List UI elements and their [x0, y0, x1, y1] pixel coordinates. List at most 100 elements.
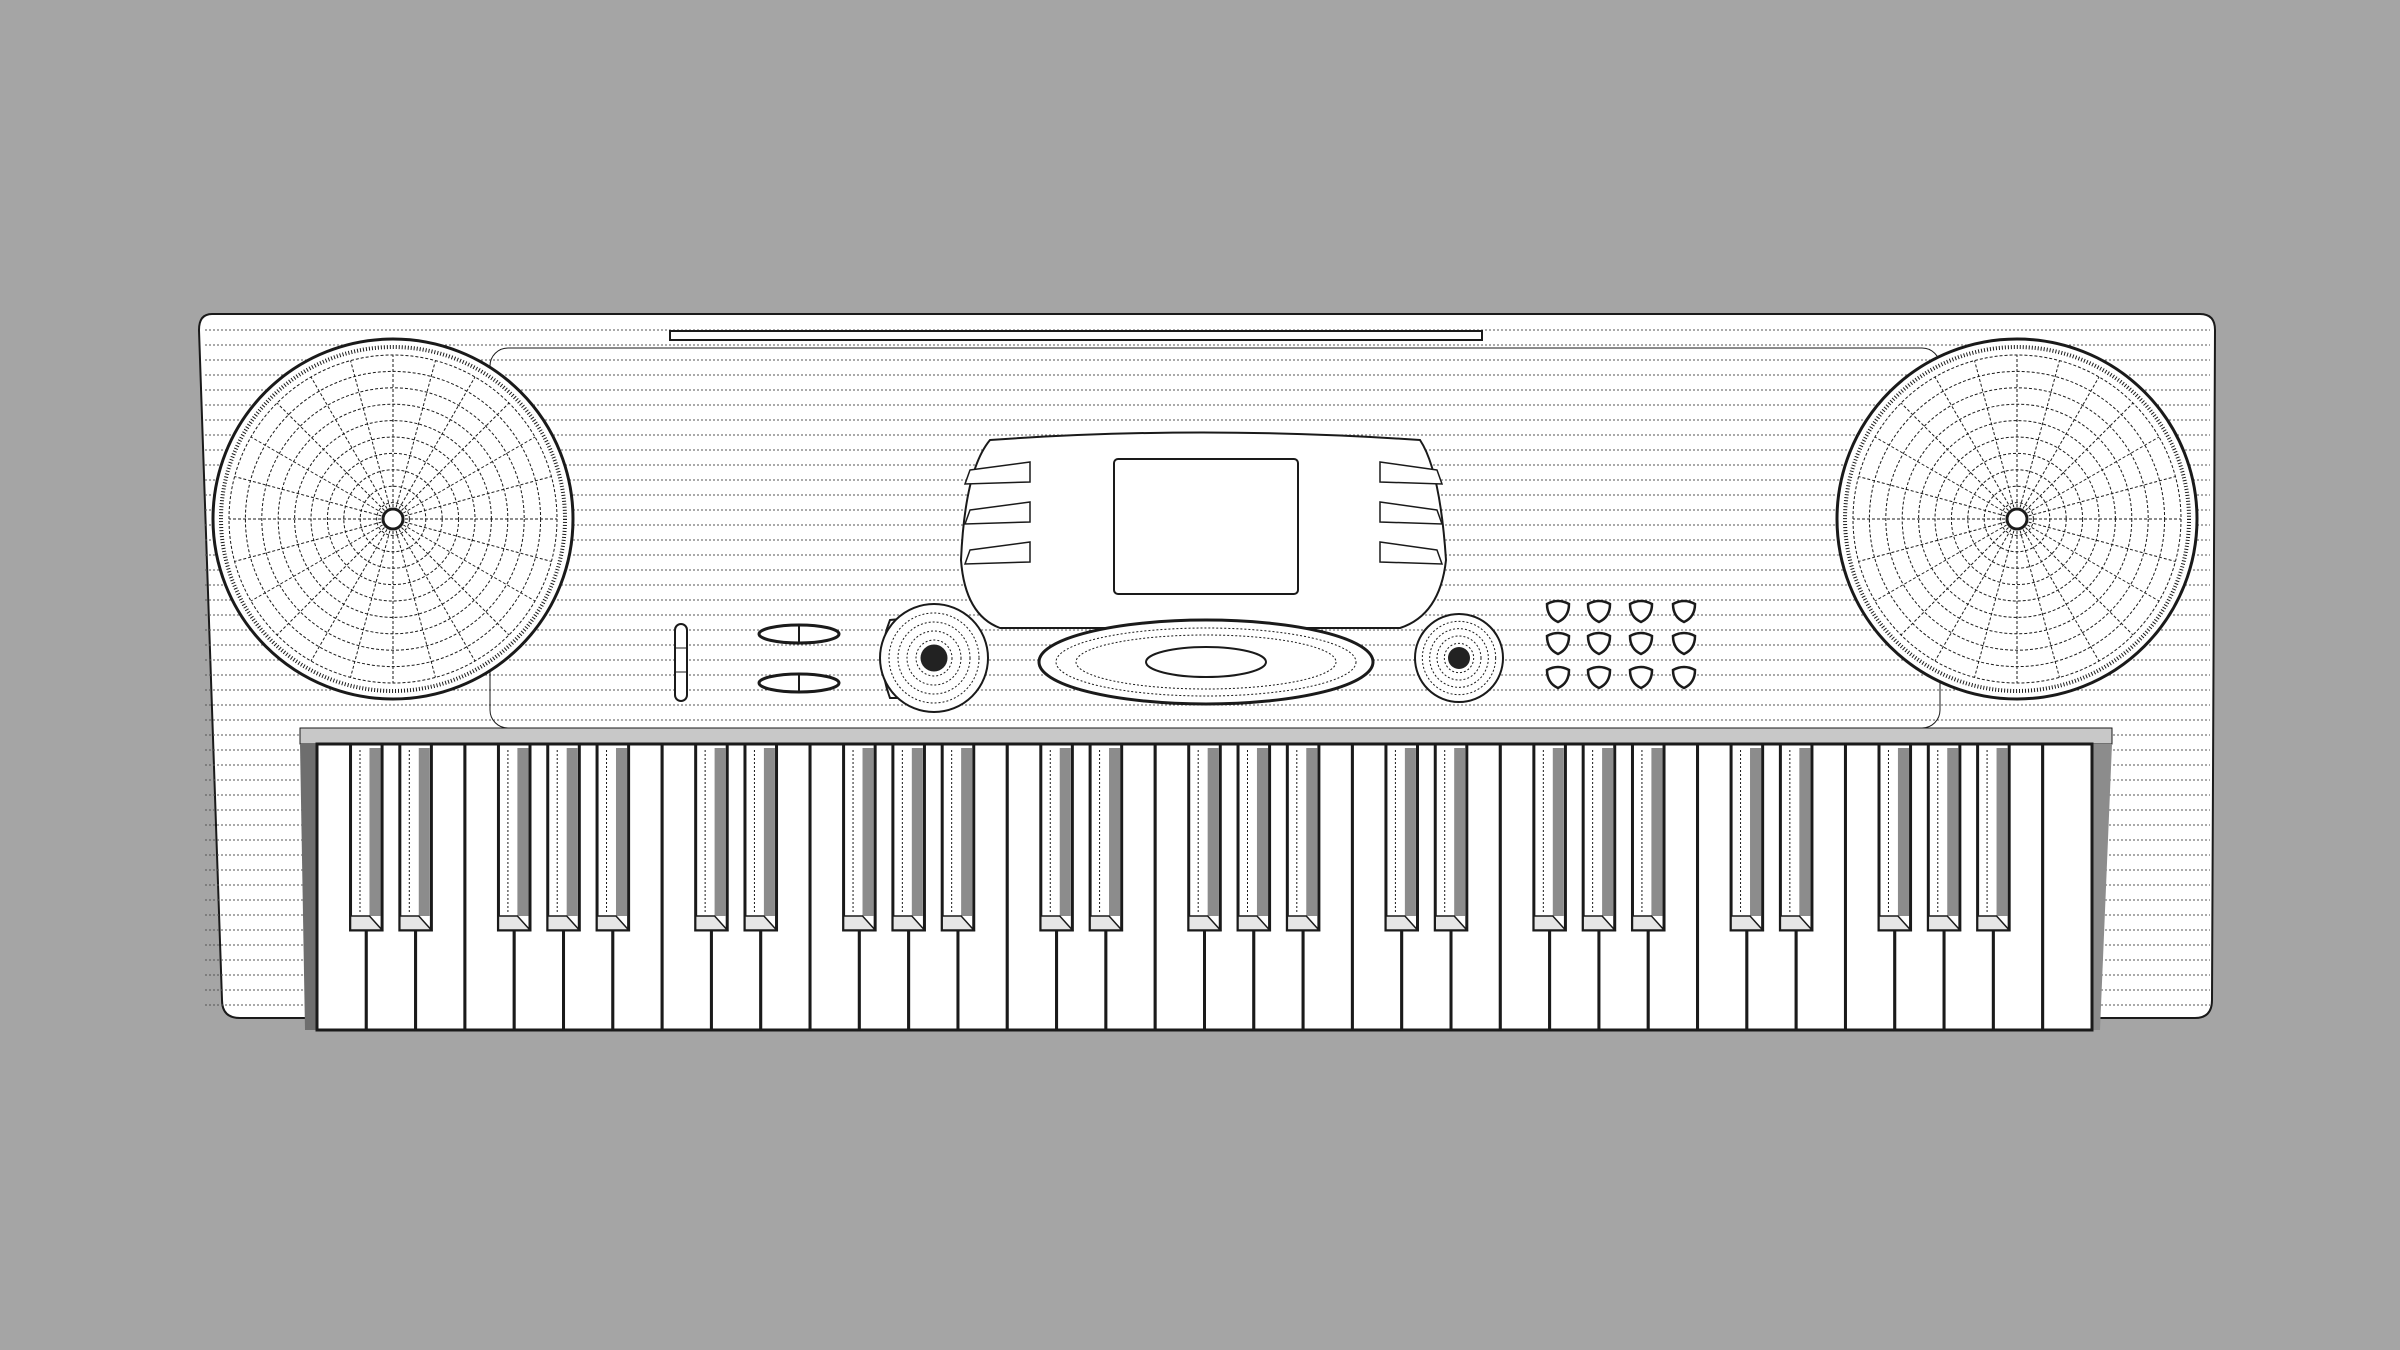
- black-key[interactable]: [891, 742, 927, 932]
- function-button[interactable]: [1586, 599, 1612, 624]
- black-key-front: [1089, 915, 1124, 931]
- key-bed: [299, 727, 2113, 1030]
- function-button[interactable]: [1545, 665, 1571, 690]
- function-button[interactable]: [1671, 665, 1697, 690]
- speaker-spoke: [1874, 524, 2007, 602]
- black-key[interactable]: [1778, 742, 1814, 932]
- black-key-front: [1779, 915, 1814, 931]
- speaker-spoke: [2027, 524, 2160, 602]
- black-key-front: [1533, 915, 1568, 931]
- black-key-front: [1730, 915, 1765, 931]
- knob-ring: [1436, 635, 1482, 681]
- black-key-front: [1286, 915, 1321, 931]
- display-bezel: [959, 431, 1448, 629]
- black-key-side: [911, 748, 923, 916]
- mode-toggle-lower[interactable]: [757, 672, 841, 694]
- black-key-side: [1651, 748, 1663, 916]
- function-button[interactable]: [1545, 631, 1571, 656]
- black-key-side: [1059, 748, 1071, 916]
- black-key[interactable]: [694, 742, 729, 932]
- black-key[interactable]: [1581, 742, 1617, 932]
- knob-center: [1448, 647, 1470, 669]
- black-key[interactable]: [595, 742, 631, 932]
- black-key-side: [1109, 748, 1121, 916]
- black-key[interactable]: [1976, 742, 2011, 932]
- volume-knob[interactable]: [879, 603, 989, 713]
- black-key[interactable]: [1926, 742, 1962, 932]
- black-key[interactable]: [1433, 742, 1469, 932]
- black-key[interactable]: [743, 742, 779, 932]
- black-key[interactable]: [398, 742, 434, 932]
- pitch-slider[interactable]: [674, 623, 688, 702]
- knob-ring: [888, 612, 980, 704]
- black-keys: [349, 742, 2011, 932]
- speaker-spoke: [2025, 527, 2134, 636]
- black-key-side: [1750, 748, 1762, 916]
- black-key[interactable]: [940, 742, 976, 932]
- speaker-ring: [2000, 502, 2034, 536]
- black-key-front: [744, 915, 779, 931]
- black-key[interactable]: [1630, 742, 1666, 932]
- white-key[interactable]: [2041, 742, 2094, 1032]
- black-key[interactable]: [1384, 742, 1420, 932]
- speaker-spoke: [310, 529, 388, 662]
- function-button[interactable]: [1628, 665, 1654, 690]
- black-key-front: [399, 915, 434, 931]
- black-key-side: [1602, 748, 1614, 916]
- black-key[interactable]: [1236, 742, 1272, 932]
- speaker-spoke: [398, 529, 476, 662]
- function-button[interactable]: [1545, 599, 1571, 624]
- knob-ring: [1429, 628, 1489, 688]
- black-key-side: [1404, 748, 1416, 916]
- speaker-ring: [376, 502, 410, 536]
- black-key-side: [615, 748, 628, 916]
- function-button[interactable]: [1628, 599, 1654, 624]
- speaker-rim-ridge: [219, 345, 567, 693]
- speaker-spoke: [401, 402, 510, 511]
- speaker-spoke: [310, 376, 388, 509]
- speaker-ring: [1885, 387, 2149, 651]
- black-key[interactable]: [1877, 742, 1913, 932]
- display-tab-right: [1379, 501, 1444, 525]
- black-key-side: [1454, 748, 1466, 916]
- black-key-side: [517, 748, 529, 916]
- black-key[interactable]: [1187, 742, 1222, 932]
- speaker-spoke: [2022, 529, 2100, 662]
- mode-toggle-upper[interactable]: [757, 623, 841, 645]
- black-key[interactable]: [1039, 742, 1075, 932]
- black-key[interactable]: [1285, 742, 1321, 932]
- black-key-front: [1187, 915, 1222, 931]
- navigation-dial[interactable]: [1037, 618, 1375, 706]
- black-key-side: [961, 748, 973, 916]
- speaker-spoke: [250, 524, 383, 602]
- function-button[interactable]: [1628, 631, 1654, 656]
- black-key-side: [1947, 748, 1959, 916]
- speaker-center-cap: [381, 507, 405, 531]
- black-key[interactable]: [546, 742, 581, 932]
- knob-ring: [906, 630, 962, 686]
- black-key-front: [1385, 915, 1420, 931]
- tempo-knob[interactable]: [1414, 613, 1504, 703]
- display-tab-right: [1379, 461, 1444, 485]
- knob-ring: [897, 621, 971, 695]
- black-key[interactable]: [1729, 742, 1765, 932]
- black-key-front: [497, 915, 532, 931]
- black-key[interactable]: [842, 742, 877, 932]
- black-key[interactable]: [496, 742, 532, 932]
- black-key[interactable]: [1088, 742, 1124, 932]
- black-key-side: [418, 748, 430, 916]
- black-key-front: [941, 915, 976, 931]
- display-tab-left: [963, 501, 1031, 525]
- speaker-spoke: [401, 527, 510, 636]
- black-key[interactable]: [349, 742, 384, 932]
- black-key-front: [892, 915, 927, 931]
- speaker-spoke: [1858, 521, 2006, 562]
- function-button[interactable]: [1586, 665, 1612, 690]
- function-button[interactable]: [1586, 631, 1612, 656]
- black-key-front: [547, 915, 581, 931]
- function-button[interactable]: [1671, 599, 1697, 624]
- function-button[interactable]: [1671, 631, 1697, 656]
- black-key-front: [596, 915, 631, 931]
- speaker-spoke: [234, 521, 382, 562]
- black-key[interactable]: [1532, 742, 1568, 932]
